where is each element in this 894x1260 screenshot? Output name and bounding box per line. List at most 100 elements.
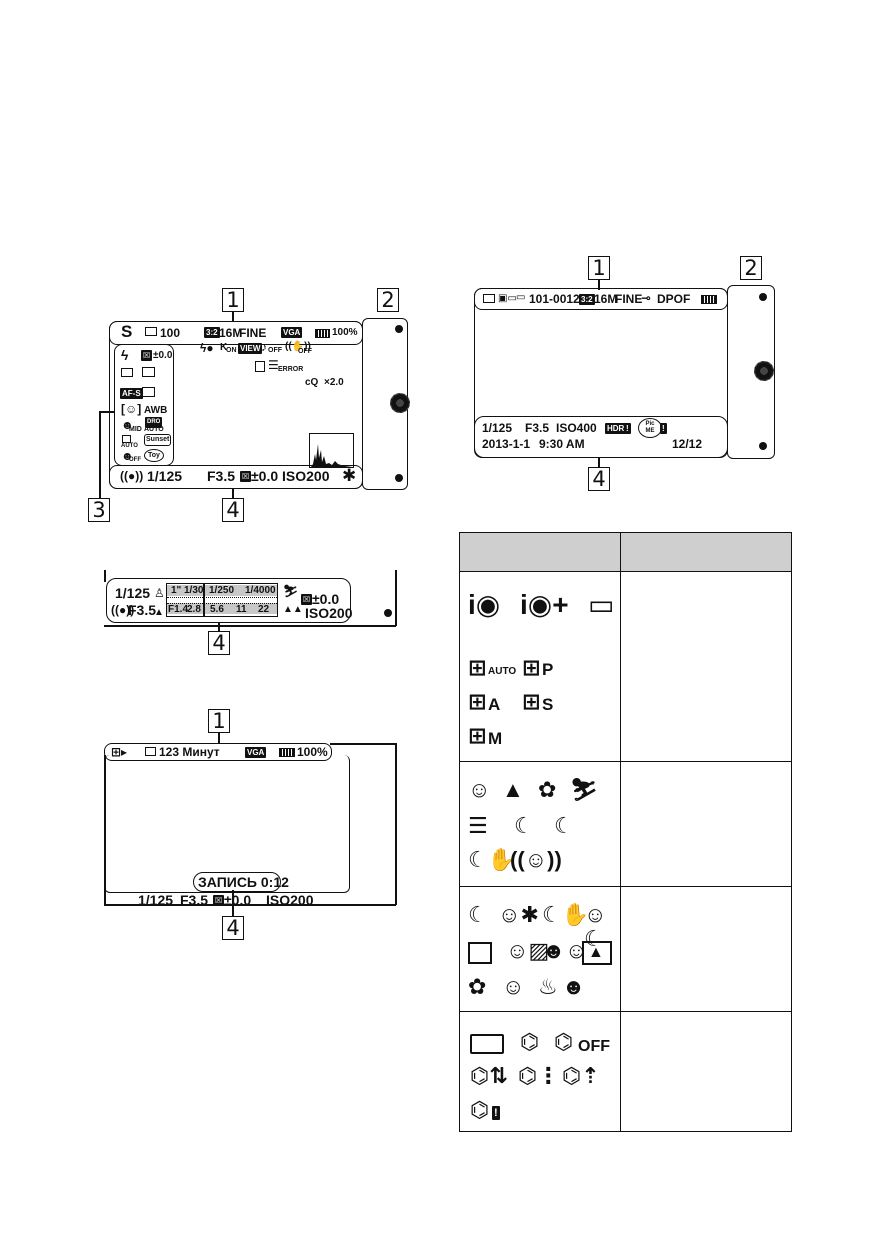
night-scene-icon: ☾ xyxy=(554,813,574,838)
movie-remaining: 123 Минут xyxy=(159,745,220,759)
aperture-scale-5: 22 xyxy=(258,604,270,615)
mic-icon: ♪ xyxy=(261,340,267,354)
sports-icon: ⛷ xyxy=(570,777,598,802)
movie-format-badge-2: VGA xyxy=(245,747,267,758)
night-portrait-icon-2: ☺☾ xyxy=(584,902,607,951)
table-cell-desc xyxy=(620,761,792,887)
scale-info-bar xyxy=(106,578,351,623)
night-scene-icon-2: ☾ xyxy=(468,902,488,927)
movie-format-badge: VGA xyxy=(281,327,303,338)
macro-icon-2: ✿ xyxy=(468,974,487,999)
side-dot xyxy=(384,609,392,617)
image-size-p: 16M xyxy=(594,292,618,306)
image-size: 16M xyxy=(219,326,243,340)
exposure-comp: ±0.0 xyxy=(153,350,173,361)
landscape-icon: ▲ xyxy=(502,777,524,802)
metering-icon xyxy=(142,367,155,377)
dpof-label: DPOF xyxy=(657,292,691,306)
playback-top-bar xyxy=(474,288,728,310)
callout-4c: 4 xyxy=(222,916,244,940)
battery-icon xyxy=(315,329,330,338)
face-detect-on: ON xyxy=(226,347,237,354)
leader-line-1p xyxy=(598,280,600,290)
playback-date: 2013-1-1 xyxy=(482,437,531,451)
movie-mode-icon: ⊞▸ xyxy=(111,745,128,759)
movie-m-icon: ⊞ xyxy=(468,723,487,748)
movie-a-label: A xyxy=(488,695,501,714)
side-dot-top-p xyxy=(759,293,767,301)
battery-icon-p xyxy=(701,295,717,304)
leader-line-3-v xyxy=(99,411,101,498)
frame-line-bottom xyxy=(104,625,396,627)
leader-line-4 xyxy=(232,489,234,499)
callout-2: 2 xyxy=(377,288,399,312)
flash-mode-icon: ϟ xyxy=(121,347,129,363)
landscape-small-icon: ▲ xyxy=(154,607,164,618)
movie-lcd xyxy=(104,755,350,893)
ev-icon-scale: ☒ xyxy=(301,594,313,605)
movie-battery: 100% xyxy=(297,745,328,759)
leader-line-4b xyxy=(218,623,220,633)
movie-m-label: M xyxy=(488,729,503,748)
movie-p-label: P xyxy=(542,660,554,679)
playback-bottom-bar xyxy=(474,416,728,458)
smile-shutter-icon: ☻ xyxy=(121,418,134,432)
shutter-speed: 1/125 xyxy=(147,468,183,484)
leader-line-4c xyxy=(232,890,234,917)
handheld-twilight-icon: ☾✋ xyxy=(468,847,516,872)
callout-4p: 4 xyxy=(588,467,610,491)
control-wheel-icon xyxy=(390,393,410,413)
landscape-frame-icon xyxy=(582,941,612,965)
creative-style-sunset: Sunset xyxy=(144,434,172,446)
face-priority-icon: [☺] xyxy=(121,402,142,416)
sunset-icon: ☰ xyxy=(468,813,488,838)
view-mode-icon: ▣▭ xyxy=(498,293,517,304)
ev-icon: ☒ xyxy=(141,350,153,361)
frame-right xyxy=(395,743,397,905)
exposure-value: ±0.0 xyxy=(251,468,279,484)
memory-card-icon xyxy=(145,327,157,336)
aperture-scale-3: 5.6 xyxy=(210,604,224,615)
movie-shutter: 1/125 xyxy=(138,892,174,908)
aperture-scale-fill xyxy=(167,603,277,614)
wifi-off-label: OFF xyxy=(578,1038,610,1055)
callout-3: 3 xyxy=(88,498,110,522)
pmf-warning-icon: ! xyxy=(660,423,667,434)
shots-remaining: 100 xyxy=(160,326,181,340)
handheld-twilight-icon-2: ☾✋ xyxy=(542,902,590,927)
wifi-error-icon: ⌬ xyxy=(470,1097,490,1122)
side-dot-bottom-p xyxy=(759,442,767,450)
histogram xyxy=(309,433,354,468)
scale-iso: ISO200 xyxy=(305,605,353,621)
macro-icon: ✿ xyxy=(538,777,557,802)
table-row: ☾ ☺✱ ☾✋ ☺☾ ☺▨ ☻☺ ▲ ✿ ☺ ♨ ☻ xyxy=(459,886,792,1012)
icon-legend-table: i◉ i◉+ ▭ ⊞ AUTO ⊞ P ⊞ A ⊞ S ⊞ M ☺ ▲ ✿ ⛷ … xyxy=(459,532,792,1132)
table-cell-icons: i◉ i◉+ ▭ ⊞ AUTO ⊞ P ⊞ A ⊞ S ⊞ M xyxy=(459,571,621,762)
pmf-badge: Pic ME xyxy=(638,418,662,438)
table-cell-desc xyxy=(620,1011,792,1132)
wifi-wait-icon: ⌬⋮ xyxy=(518,1063,560,1088)
aperture-value: F3.5 xyxy=(207,468,236,484)
leader-line-1c xyxy=(218,733,220,743)
leader-line-3 xyxy=(99,411,115,413)
ev-icon-bottom: ☒ xyxy=(240,471,252,482)
playback-iso: ISO400 xyxy=(556,421,597,435)
table-cell-desc xyxy=(620,886,792,1012)
frame-bottom xyxy=(104,904,396,906)
focus-area-icon xyxy=(142,387,155,397)
aperture-scale-2: 2.8 xyxy=(187,604,201,615)
callout-1c: 1 xyxy=(208,709,230,733)
shutter-scale-1: 1" xyxy=(171,585,182,596)
scale-aperture: F3.5 xyxy=(128,602,157,618)
image-index: 12/12 xyxy=(672,437,703,451)
shutter-scale-4: 1/4000 xyxy=(245,585,276,596)
memory-card-icon-movie xyxy=(145,747,156,756)
table-row: ⌬ ⌬ OFF ⌬⇅ ⌬⋮ ⌬⇡ ⌬ ! xyxy=(459,1011,792,1132)
face-detect-icon: K xyxy=(220,342,228,353)
movie-s-label: S xyxy=(542,695,554,714)
backlight-icon xyxy=(468,942,492,964)
folder-icon: ▭ xyxy=(516,292,526,303)
eye-fi-card-icon xyxy=(470,1034,504,1054)
callout-4: 4 xyxy=(222,498,244,522)
zoom-factor: ×2.0 xyxy=(324,377,344,388)
